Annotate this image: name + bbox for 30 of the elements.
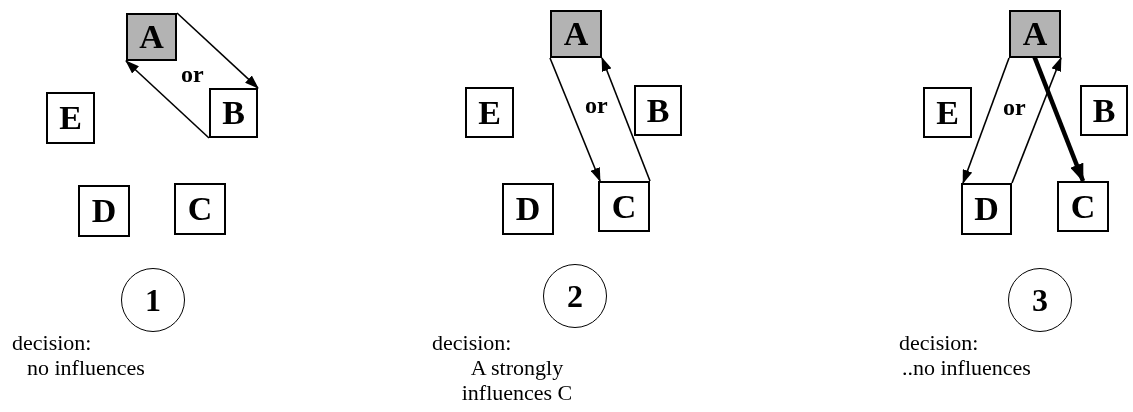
node-box: B — [634, 85, 682, 136]
node-box: E — [465, 87, 514, 138]
decision-text: decision: — [899, 330, 979, 355]
node-box: D — [78, 185, 130, 237]
or-label: or — [181, 62, 204, 86]
decision-text: A strongly influences C — [460, 355, 574, 405]
node-box: A — [550, 10, 602, 58]
node-box: A — [1009, 10, 1061, 58]
node-box: C — [1057, 181, 1109, 232]
node-box: D — [502, 183, 554, 235]
decision-text: no influences — [27, 355, 145, 380]
arrow — [962, 57, 1010, 184]
node-box: E — [46, 92, 95, 144]
decision-text: decision: — [432, 330, 512, 355]
arrow — [176, 12, 259, 89]
or-label: or — [1003, 95, 1026, 119]
arrow — [549, 57, 601, 182]
arrow — [125, 60, 210, 139]
node-box: A — [126, 13, 177, 61]
arrow — [601, 57, 651, 182]
arrow — [1011, 57, 1062, 184]
node-box: C — [174, 183, 226, 235]
decision-text: ..no influences — [902, 355, 1031, 380]
node-box: E — [923, 87, 972, 138]
or-label: or — [585, 93, 608, 117]
node-box: D — [961, 183, 1012, 235]
decision-text: decision: — [12, 330, 92, 355]
node-box: B — [209, 88, 258, 138]
node-box: B — [1080, 85, 1128, 136]
node-box: C — [598, 181, 650, 232]
